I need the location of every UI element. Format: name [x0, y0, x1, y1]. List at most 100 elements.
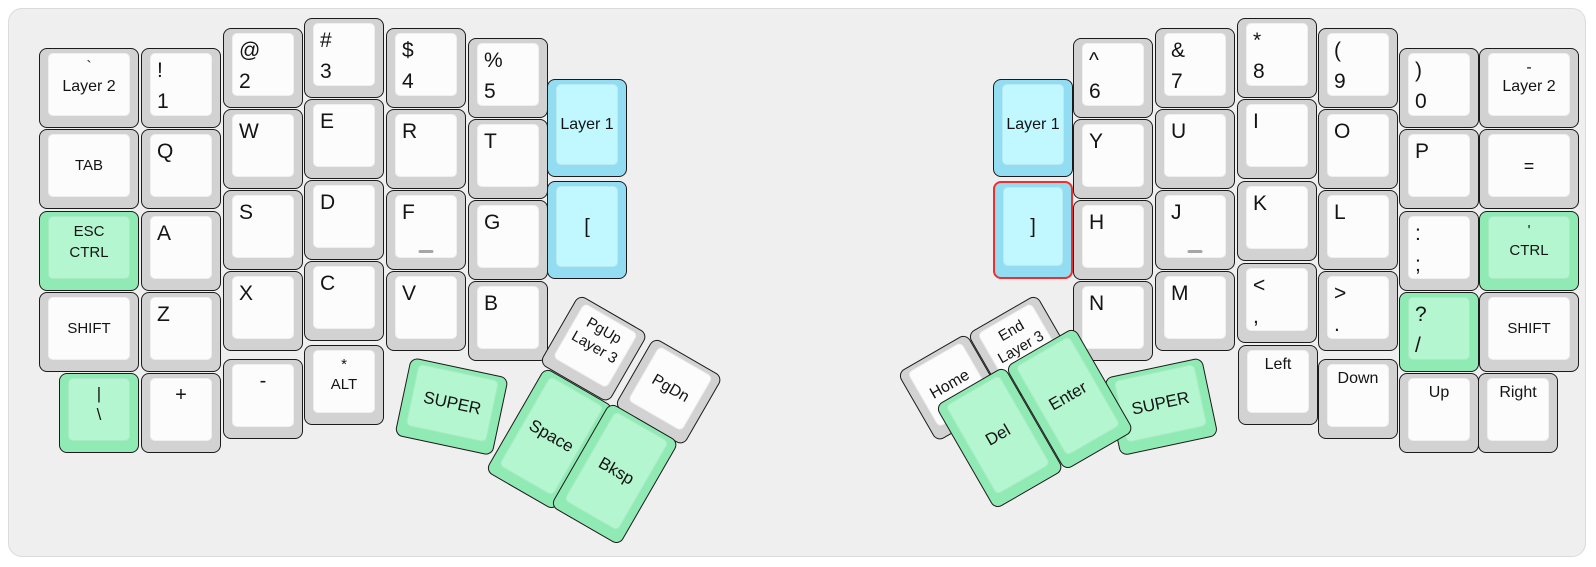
key-labels: I — [1246, 104, 1308, 167]
key-z[interactable]: Z — [141, 292, 221, 372]
key-j[interactable]: J — [1155, 190, 1235, 270]
key-paren-0[interactable]: )0 — [1399, 48, 1479, 128]
key-r[interactable]: R — [386, 109, 466, 189]
key-question-slash[interactable]: ?/ — [1399, 292, 1479, 372]
key-a[interactable]: A — [141, 211, 221, 291]
key-label-line: V — [402, 282, 417, 305]
key-u[interactable]: U — [1155, 109, 1235, 189]
key-layer1-right[interactable]: Layer 1 — [993, 79, 1073, 177]
key-label-line: J — [1171, 201, 1182, 224]
key-l[interactable]: L — [1318, 190, 1398, 270]
key-i[interactable]: I — [1237, 99, 1317, 179]
key-label-line: Left — [1264, 356, 1292, 373]
keycap-face: Layer 1 — [1002, 84, 1064, 165]
key-d[interactable]: D — [304, 180, 384, 260]
key-arrow-up[interactable]: Up — [1399, 373, 1479, 453]
key-minus[interactable]: - — [223, 359, 303, 439]
key-colon-semicolon[interactable]: :; — [1399, 211, 1479, 291]
key-label-line: C — [320, 272, 336, 295]
key-w[interactable]: W — [223, 109, 303, 189]
key-greater-period[interactable]: >. — [1318, 271, 1398, 351]
key-g[interactable]: G — [468, 200, 548, 280]
key-left-bracket[interactable]: [ — [547, 181, 627, 279]
key-minus-layer2[interactable]: -Layer 2 — [1479, 48, 1579, 128]
key-shift-left[interactable]: SHIFT — [39, 292, 139, 372]
keycap-face: |\ — [68, 378, 130, 441]
key-exclam-1[interactable]: !1 — [141, 48, 221, 128]
key-paren-9[interactable]: (9 — [1318, 28, 1398, 108]
key-shift-right[interactable]: SHIFT — [1479, 292, 1579, 372]
key-quote-ctrl[interactable]: 'CTRL — [1479, 211, 1579, 291]
key-labels: F — [395, 195, 457, 258]
key-arrow-left[interactable]: Left — [1238, 345, 1318, 425]
keycap-face: W — [232, 114, 294, 177]
key-dollar-4[interactable]: $4 — [386, 28, 466, 108]
key-labels: V — [395, 276, 457, 339]
key-equals[interactable]: = — [1479, 129, 1579, 209]
key-label-line: M — [1171, 282, 1189, 305]
key-h[interactable]: H — [1073, 200, 1153, 280]
key-t[interactable]: T — [468, 119, 548, 199]
key-percent-5[interactable]: %5 — [468, 38, 548, 118]
key-pipe-backslash[interactable]: |\ — [59, 373, 139, 453]
key-f[interactable]: F — [386, 190, 466, 270]
key-labels: R — [395, 114, 457, 177]
keycap-face: = — [1488, 134, 1570, 197]
key-v[interactable]: V — [386, 271, 466, 351]
key-hash-3[interactable]: #3 — [304, 18, 384, 98]
key-labels: Layer 1 — [1002, 84, 1064, 165]
key-arrow-down[interactable]: Down — [1318, 359, 1398, 439]
keycap-face: + — [150, 378, 212, 441]
key-caret-6[interactable]: ^6 — [1073, 38, 1153, 118]
key-label-line: 5 — [484, 80, 496, 103]
key-label-line: Layer 2 — [1502, 78, 1556, 95]
key-label-line: ) — [1415, 59, 1422, 82]
key-e[interactable]: E — [304, 99, 384, 179]
key-labels: Layer 1 — [556, 84, 618, 165]
key-y[interactable]: Y — [1073, 119, 1153, 199]
keycap-face: >. — [1327, 276, 1389, 339]
key-s[interactable]: S — [223, 190, 303, 270]
key-labels: M — [1164, 276, 1226, 339]
key-label-line: ? — [1415, 303, 1427, 326]
keycap-face: TAB — [48, 134, 130, 197]
key-m[interactable]: M — [1155, 271, 1235, 351]
key-label-line: ALT — [330, 376, 358, 393]
key-b[interactable]: B — [468, 281, 548, 361]
key-c[interactable]: C — [304, 261, 384, 341]
key-label-line: ! — [157, 59, 163, 82]
keycap-face: U — [1164, 114, 1226, 177]
key-o[interactable]: O — [1318, 109, 1398, 189]
key-tab[interactable]: TAB — [39, 129, 139, 209]
key-asterisk-alt[interactable]: *ALT — [304, 345, 384, 425]
key-q[interactable]: Q — [141, 129, 221, 209]
key-label-line: O — [1334, 120, 1351, 143]
key-k[interactable]: K — [1237, 181, 1317, 261]
key-labels: SHIFT — [1488, 297, 1570, 360]
keycap-face: *8 — [1246, 23, 1308, 86]
key-amp-7[interactable]: &7 — [1155, 28, 1235, 108]
key-super-left[interactable]: SUPER — [394, 357, 509, 457]
key-layer2-left[interactable]: `Layer 2 — [39, 48, 139, 128]
key-labels: !1 — [150, 53, 212, 116]
key-layer1-left[interactable]: Layer 1 — [547, 79, 627, 177]
key-p[interactable]: P — [1399, 129, 1479, 209]
key-arrow-right[interactable]: Right — [1478, 373, 1558, 453]
key-plus[interactable]: + — [141, 373, 221, 453]
key-less-comma[interactable]: <, — [1237, 263, 1317, 343]
key-label-line: \ — [96, 405, 102, 424]
key-super-right[interactable]: SUPER — [1104, 357, 1219, 457]
key-at-2[interactable]: @2 — [223, 28, 303, 108]
key-x[interactable]: X — [223, 271, 303, 351]
keycap-face: O — [1327, 114, 1389, 177]
key-asterisk-8[interactable]: *8 — [1237, 18, 1317, 98]
key-label-line: @ — [239, 39, 261, 62]
key-label-line: # — [320, 29, 332, 52]
key-right-bracket[interactable]: ] — [993, 181, 1073, 279]
key-labels: Down — [1327, 364, 1389, 427]
key-label-line: : — [1415, 222, 1421, 245]
keycap-face: H — [1082, 205, 1144, 268]
